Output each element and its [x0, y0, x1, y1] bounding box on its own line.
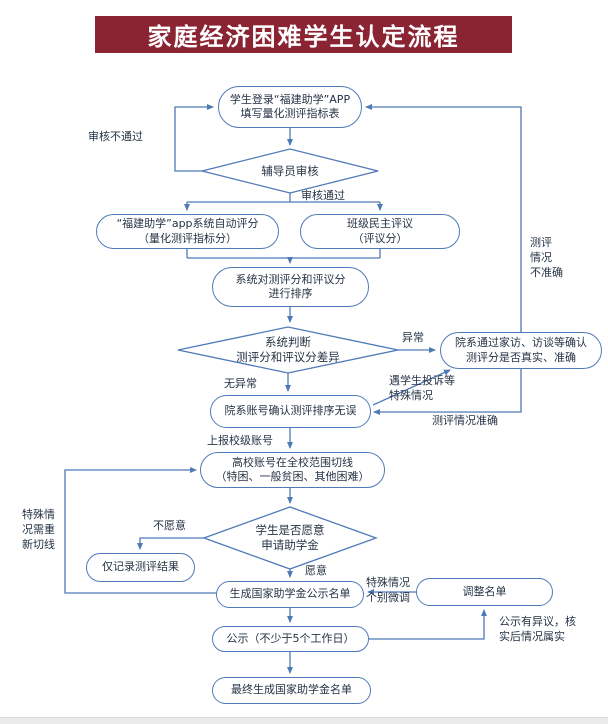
edge-unwilling	[137, 537, 204, 550]
label-review-fail: 审核不通过	[88, 130, 143, 143]
node-app-auto-score: “福建助学”app系统自动评分 （量化测评指标分）	[96, 214, 279, 249]
label-special-recut: 特殊情 况需重 新切线	[22, 508, 55, 551]
label-review-pass: 审核通过	[301, 189, 345, 202]
label-eval-accurate: 测评情况准确	[432, 414, 498, 427]
node-student-login: 学生登录“福建助学”APP 填写量化测评指标表	[218, 86, 362, 128]
node-sort-scores: 系统对测评分和评议分 进行排序	[212, 267, 369, 307]
node-adjust-list: 调整名单	[416, 578, 553, 606]
label-complaint: 遇学生投诉等 特殊情况	[389, 374, 455, 402]
edge-review-fail-loop	[174, 104, 214, 172]
bottom-bar	[0, 717, 608, 724]
node-generate-list: 生成国家助学金公示名单	[216, 581, 364, 608]
node-publicity: 公示（不少于5个工作日）	[212, 626, 369, 652]
node-final-list: 最终生成国家助学金名单	[212, 677, 371, 704]
label-abnormal: 异常	[402, 331, 424, 344]
label-unwilling: 不愿意	[153, 519, 186, 532]
diamond-apply-willing: 学生是否愿意 申请助学金	[255, 523, 325, 552]
label-report-school: 上报校级账号	[207, 434, 273, 447]
page-title: 家庭经济困难学生认定流程	[95, 16, 512, 53]
label-special-finetune: 特殊情况 个别微调	[366, 576, 410, 604]
edge-objection	[368, 609, 487, 640]
node-class-review: 班级民主评议 （评议分）	[300, 214, 460, 249]
node-dept-confirm: 院系账号确认测评排序无误	[210, 395, 371, 428]
diamond-counselor-review: 辅导员审核	[261, 163, 319, 178]
label-no-abnormal: 无异常	[224, 377, 257, 390]
diamond-judge-diff: 系统判断 测评分和评议分差异	[236, 335, 340, 364]
node-school-cutline: 高校账号在全校范围切线 （特困、一般贫困、其他困难）	[200, 452, 385, 488]
label-objection: 公示有异议，核 实后情况属实	[499, 615, 576, 643]
label-willing: 愿意	[305, 564, 327, 577]
node-record-only: 仅记录测评结果	[86, 553, 195, 582]
label-eval-inaccurate: 测评 情况 不准确	[530, 236, 563, 279]
node-dept-verify: 院系通过家访、访谈等确认 测评分是否真实、准确	[440, 332, 602, 369]
